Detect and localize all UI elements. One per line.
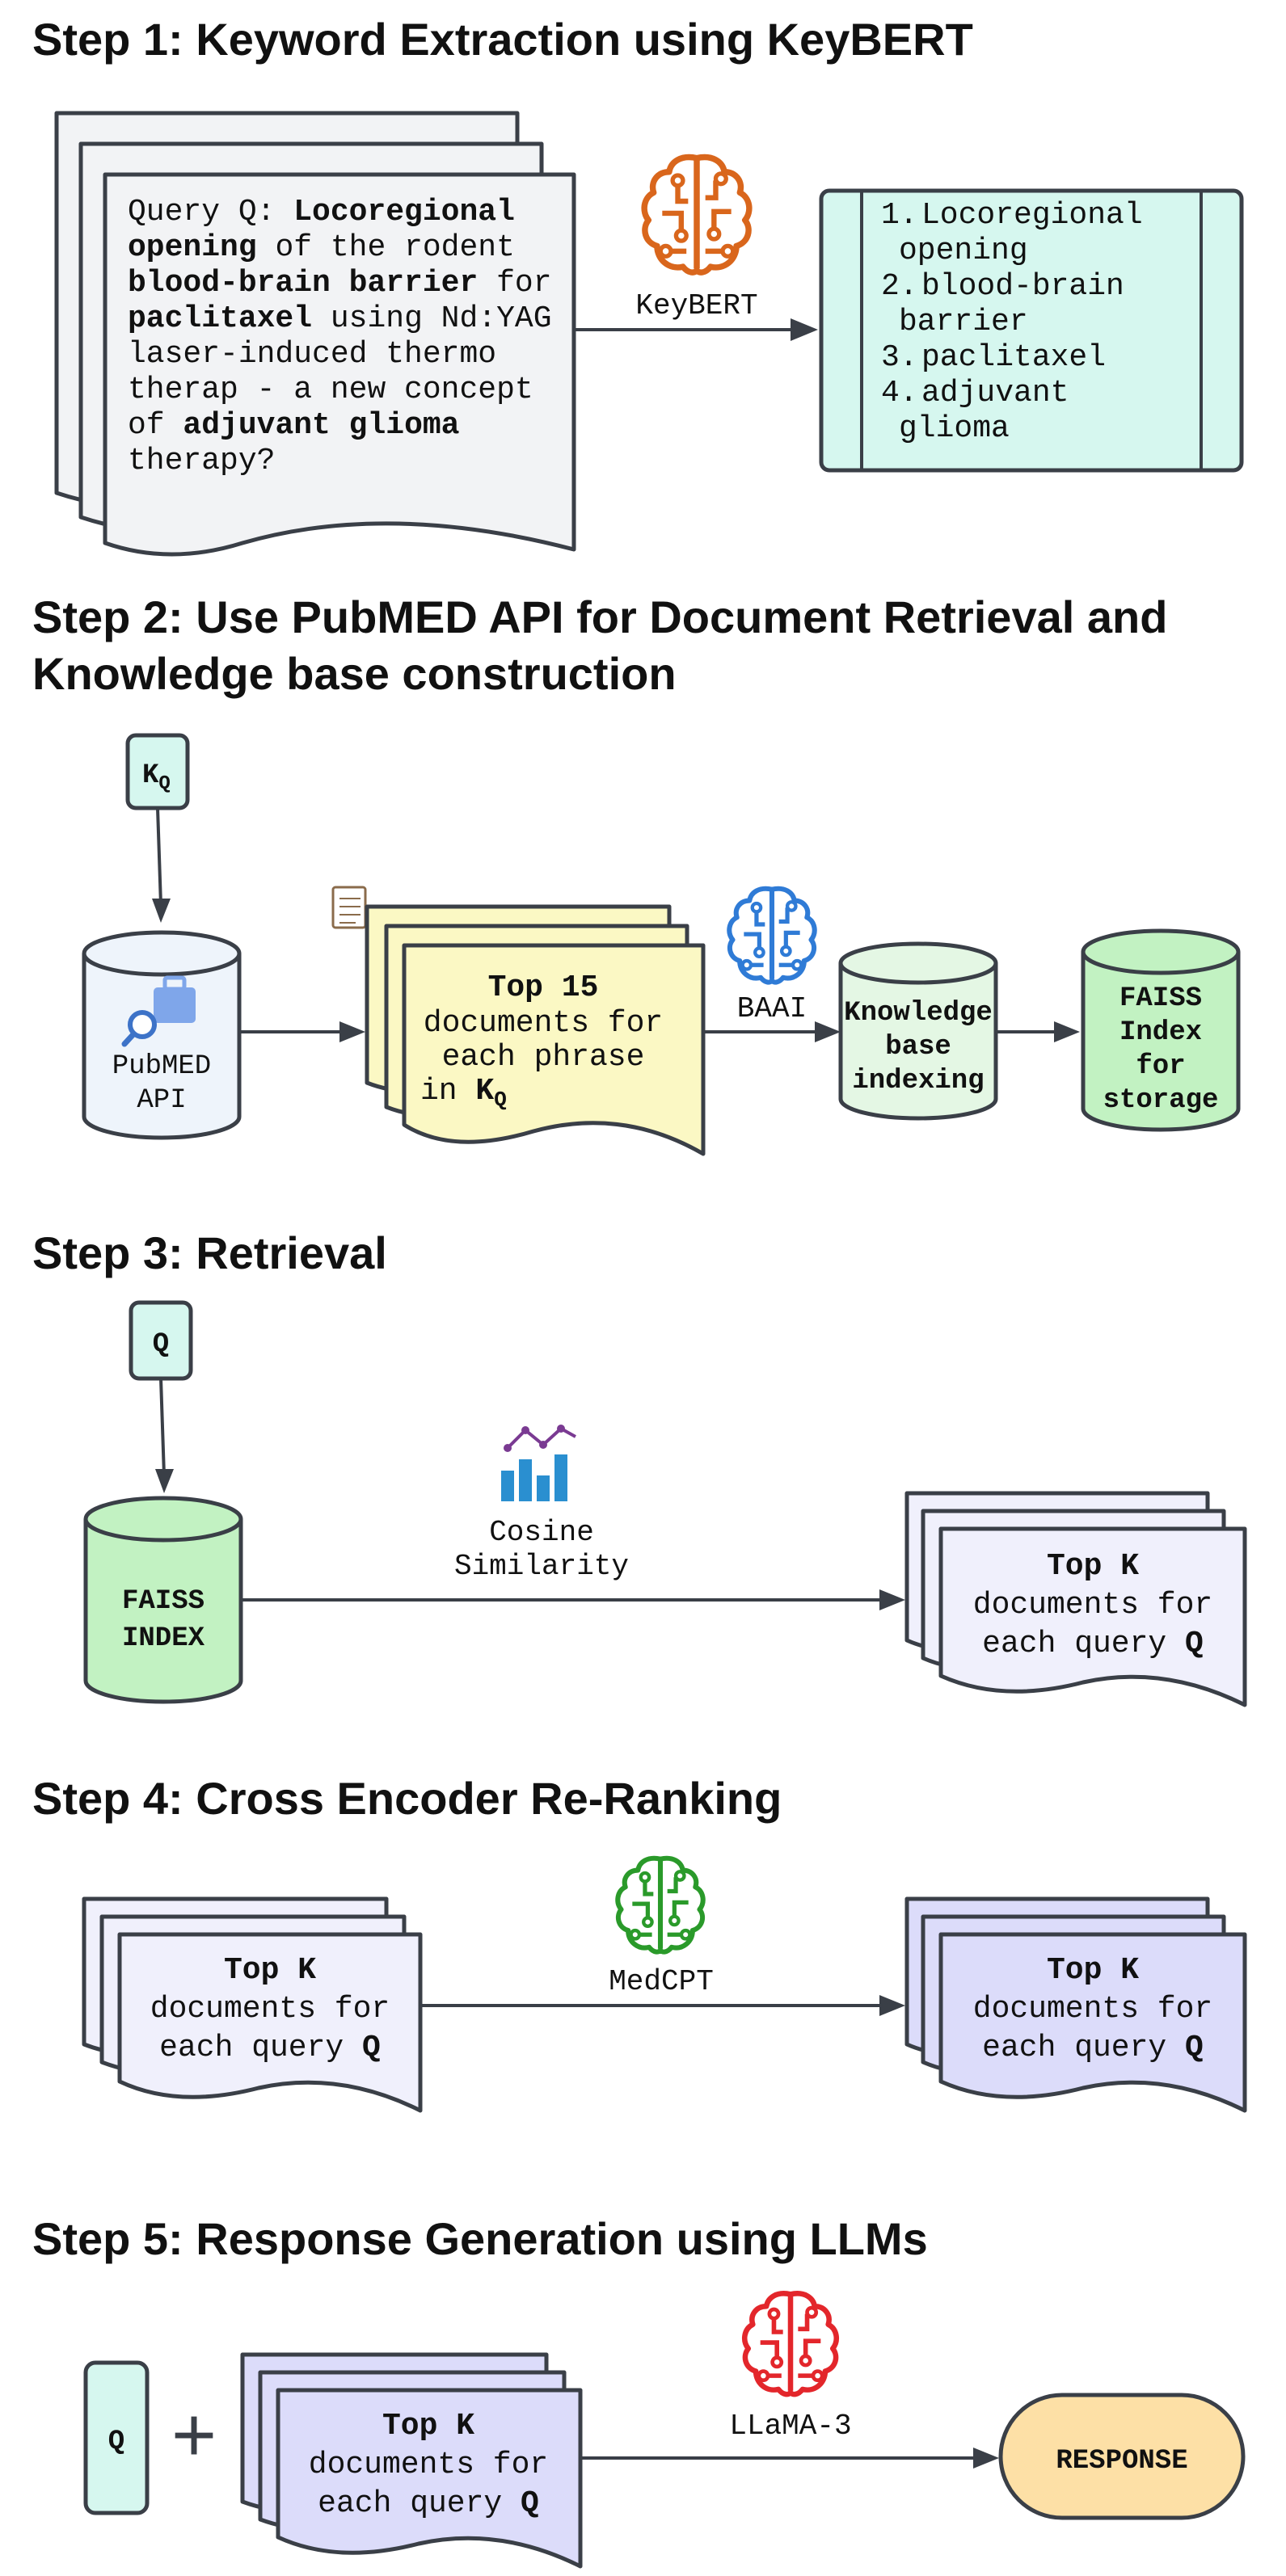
q-to-faiss-arrow bbox=[159, 1378, 166, 1476]
query-fragment: Query Q: bbox=[128, 195, 293, 229]
top15-documents-stack: Top 15 documents for each phrase in KQ bbox=[365, 904, 706, 1156]
response-pill: RESPONSE bbox=[998, 2393, 1246, 2520]
svg-text:Top K: Top K bbox=[1047, 1549, 1139, 1584]
topk-documents-stack-step3: Top K documents for each query Q bbox=[904, 1491, 1247, 1707]
query-fragment: adjuvant glioma bbox=[183, 408, 459, 443]
keyword-item: adjuvant bbox=[921, 376, 1069, 410]
faiss-index-cylinder: FAISS INDEX bbox=[83, 1496, 243, 1704]
llama-brain-icon bbox=[744, 2293, 836, 2394]
svg-text:base: base bbox=[885, 1032, 951, 1063]
baai-brain-icon bbox=[729, 889, 814, 983]
query-text: Query Q: Locoregional opening of the rode… bbox=[128, 195, 552, 478]
svg-text:Q: Q bbox=[153, 1329, 169, 1360]
query-document-stack: Query Q: Locoregional opening of the rode… bbox=[54, 111, 576, 557]
keybert-label: KeyBERT bbox=[635, 289, 757, 322]
llama-label: LLaMA-3 bbox=[729, 2410, 851, 2443]
svg-text:Top 15: Top 15 bbox=[488, 970, 599, 1005]
svg-text:Top K: Top K bbox=[382, 2409, 474, 2443]
query-fragment: therapy? bbox=[128, 444, 275, 478]
svg-text:documents for: documents for bbox=[424, 1006, 663, 1041]
plus-sign: + bbox=[171, 2392, 217, 2478]
keyword-number: 2. bbox=[881, 269, 918, 304]
svg-text:in KQ: in KQ bbox=[420, 1074, 507, 1112]
kq-box: KQ bbox=[125, 733, 190, 810]
chart-icon bbox=[501, 1425, 576, 1501]
svg-text:FAISS: FAISS bbox=[1119, 983, 1202, 1014]
query-fragment: paclitaxel bbox=[128, 301, 312, 336]
svg-text:each query Q: each query Q bbox=[982, 1627, 1204, 1661]
topk-documents-reranked-stack: Top K documents for each query Q bbox=[904, 1896, 1247, 2113]
similarity-label-line1: Cosine bbox=[489, 1516, 594, 1549]
svg-text:PubMED: PubMED bbox=[112, 1051, 211, 1082]
topk-documents-input-stack: Top K documents for each query Q bbox=[82, 1896, 423, 2113]
svg-text:documents for: documents for bbox=[309, 2448, 548, 2482]
svg-text:Knowledge: Knowledge bbox=[844, 998, 993, 1029]
topk-documents-final-stack: Top K documents for each query Q bbox=[240, 2352, 583, 2569]
baai-label: BAAI bbox=[737, 992, 807, 1025]
query-fragment: laser-induced thermo bbox=[128, 337, 496, 372]
query-fragment: using Nd:YAG bbox=[312, 301, 551, 336]
query-fragment: of bbox=[128, 408, 183, 443]
keyword-item: paclitaxel bbox=[921, 340, 1106, 375]
svg-text:documents for: documents for bbox=[973, 1992, 1212, 2027]
svg-text:Top K: Top K bbox=[1047, 1953, 1139, 1988]
step2-title-line2: Knowledge base construction bbox=[32, 648, 677, 699]
briefcase-search-icon bbox=[121, 975, 196, 1047]
keyword-item-continued: barrier bbox=[899, 305, 1028, 339]
svg-text:each query Q: each query Q bbox=[159, 2031, 381, 2065]
svg-text:for: for bbox=[1136, 1051, 1185, 1082]
query-fragment: blood-brain barrier bbox=[128, 266, 478, 301]
svg-text:KQ: KQ bbox=[142, 760, 171, 795]
medcpt-brain-icon bbox=[618, 1858, 702, 1952]
svg-text:INDEX: INDEX bbox=[122, 1623, 205, 1654]
q-box-step5: Q bbox=[83, 2360, 150, 2515]
notepad-icon bbox=[331, 886, 367, 929]
keyword-item: blood-brain bbox=[921, 269, 1124, 304]
query-fragment: therap - a new concept bbox=[128, 373, 533, 407]
step1-title: Step 1: Keyword Extraction using KeyBERT bbox=[32, 14, 973, 65]
svg-text:each query Q: each query Q bbox=[318, 2486, 539, 2521]
similarity-label-line2: Similarity bbox=[454, 1550, 629, 1583]
keyword-number: 4. bbox=[881, 376, 918, 410]
svg-text:each query Q: each query Q bbox=[982, 2031, 1204, 2065]
svg-text:each phrase: each phrase bbox=[442, 1040, 645, 1075]
svg-text:documents for: documents for bbox=[973, 1588, 1212, 1623]
step3-title: Step 3: Retrieval bbox=[32, 1227, 387, 1278]
keybert-brain-icon bbox=[644, 158, 749, 273]
query-fragment: opening bbox=[128, 230, 257, 265]
query-fragment: for bbox=[478, 266, 551, 301]
knowledge-base-cylinder: Knowledge base indexing bbox=[838, 941, 998, 1121]
svg-text:RESPONSE: RESPONSE bbox=[1056, 2446, 1187, 2477]
keyword-number: 3. bbox=[881, 340, 918, 375]
medcpt-label: MedCPT bbox=[609, 1965, 714, 1998]
keyword-item-continued: opening bbox=[899, 234, 1028, 268]
pubmed-api-cylinder: PubMED API bbox=[82, 930, 242, 1140]
q-box-step3: Q bbox=[129, 1300, 193, 1381]
svg-text:API: API bbox=[137, 1085, 186, 1116]
svg-text:Q: Q bbox=[108, 2427, 124, 2457]
svg-text:storage: storage bbox=[1103, 1085, 1219, 1116]
svg-text:Index: Index bbox=[1119, 1017, 1202, 1048]
svg-text:Top K: Top K bbox=[224, 1953, 316, 1988]
keyword-number: 1. bbox=[881, 198, 918, 233]
keyword-item-continued: glioma bbox=[899, 411, 1010, 446]
query-fragment: of the rodent bbox=[257, 230, 515, 265]
step1-arrowhead bbox=[791, 318, 818, 341]
step4-title: Step 4: Cross Encoder Re-Ranking bbox=[32, 1773, 782, 1824]
keyword-item: Locoregional bbox=[921, 198, 1143, 233]
kq-arrow bbox=[156, 807, 162, 906]
svg-text:FAISS: FAISS bbox=[122, 1586, 204, 1617]
svg-text:indexing: indexing bbox=[852, 1066, 984, 1096]
faiss-storage-cylinder: FAISS Index for storage bbox=[1081, 928, 1241, 1132]
query-fragment: Locoregional bbox=[293, 195, 515, 229]
step2-title-line1: Step 2: Use PubMED API for Document Retr… bbox=[32, 591, 1167, 642]
svg-text:documents for: documents for bbox=[150, 1992, 390, 2027]
step5-title: Step 5: Response Generation using LLMs bbox=[32, 2213, 928, 2264]
